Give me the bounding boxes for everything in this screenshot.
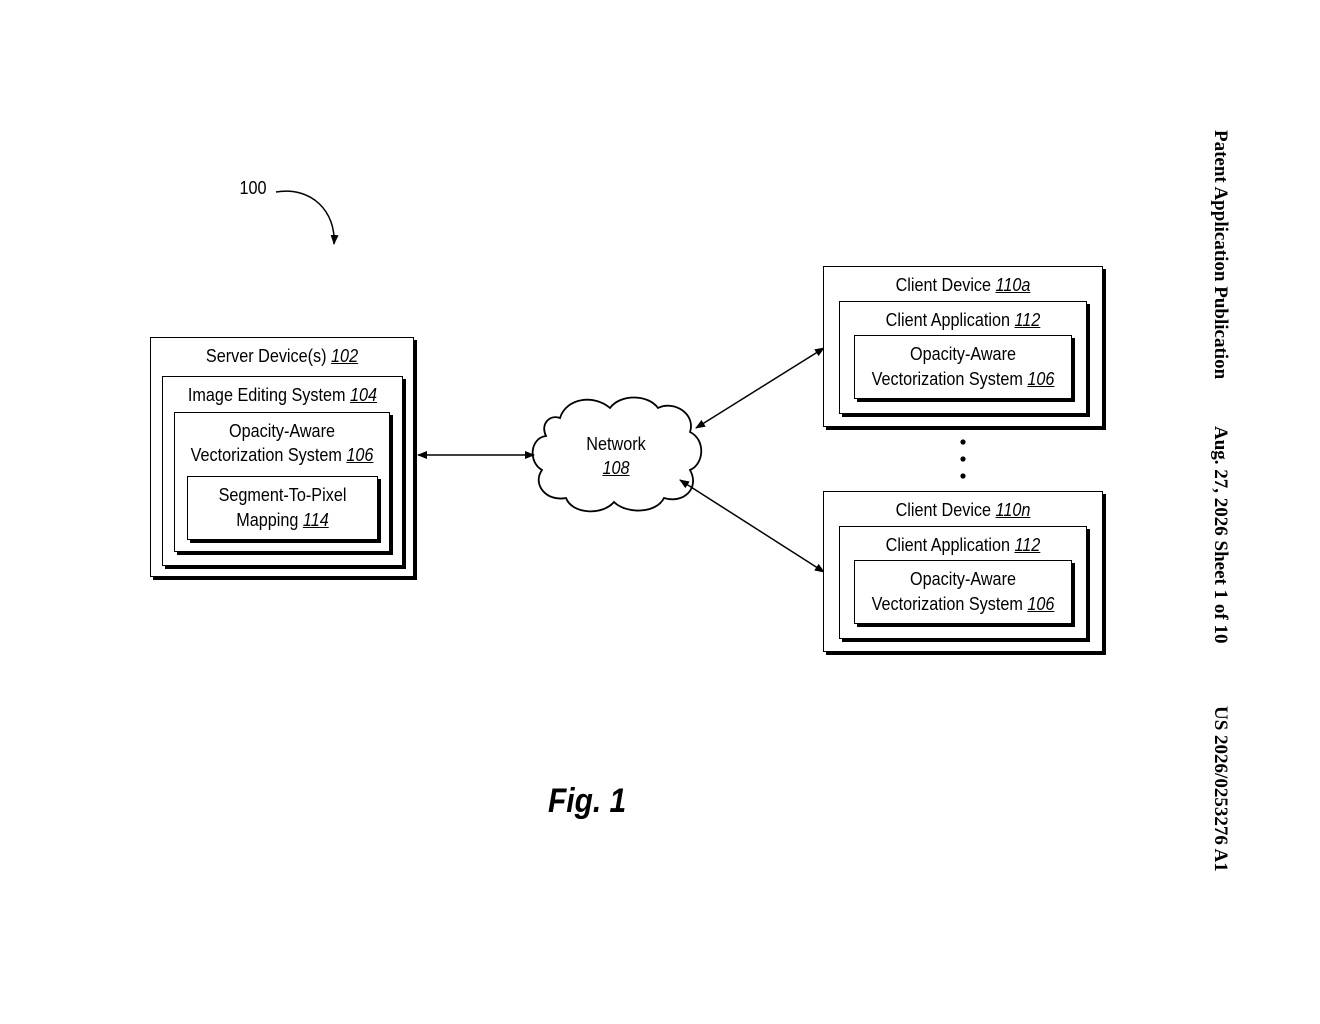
server-oav-line2: Vectorization System 106 <box>186 443 379 467</box>
client-device-n-title: Client Device 110n <box>838 498 1088 522</box>
client-a-oav-system-box: Opacity-Aware Vectorization System 106 <box>854 335 1072 399</box>
patent-number: US 2026/0253276 A1 <box>1208 706 1232 872</box>
client-n-oav-system-box: Opacity-Aware Vectorization System 106 <box>854 560 1072 624</box>
ellipsis-dot <box>960 439 965 444</box>
image-editing-system-title: Image Editing System 104 <box>175 383 390 407</box>
network-client-a-link <box>696 348 824 428</box>
ellipsis-dot <box>960 473 965 478</box>
client-a-oav-line2: Vectorization System 106 <box>866 367 1060 391</box>
client-application-a-title: Client Application 112 <box>852 308 1073 332</box>
server-oav-line1: Opacity-Aware <box>186 419 379 443</box>
date-sheet: Aug. 27, 2026 Sheet 1 of 10 <box>1208 426 1232 643</box>
client-application-n-title: Client Application 112 <box>852 533 1073 557</box>
network-label: Network 108 <box>580 432 652 480</box>
network-client-n-link <box>680 480 824 572</box>
mapping-line1: Segment-To-Pixel <box>197 483 367 507</box>
figure-label: Fig. 1 <box>548 782 626 821</box>
patent-header: Patent Application Publication Aug. 27, … <box>1208 130 1232 890</box>
reference-number-100: 100 <box>240 178 267 199</box>
reference-arrow <box>276 191 334 244</box>
server-device-title: Server Device(s) 102 <box>164 344 400 368</box>
ellipsis-dot <box>960 456 965 461</box>
client-n-oav-line2: Vectorization System 106 <box>866 592 1060 616</box>
segment-to-pixel-mapping-box: Segment-To-Pixel Mapping 114 <box>187 476 378 540</box>
client-n-oav-line1: Opacity-Aware <box>866 567 1060 591</box>
publication-title: Patent Application Publication <box>1208 130 1232 379</box>
mapping-line2: Mapping 114 <box>197 508 367 532</box>
client-device-a-title: Client Device 110a <box>838 273 1088 297</box>
client-a-oav-line1: Opacity-Aware <box>866 342 1060 366</box>
